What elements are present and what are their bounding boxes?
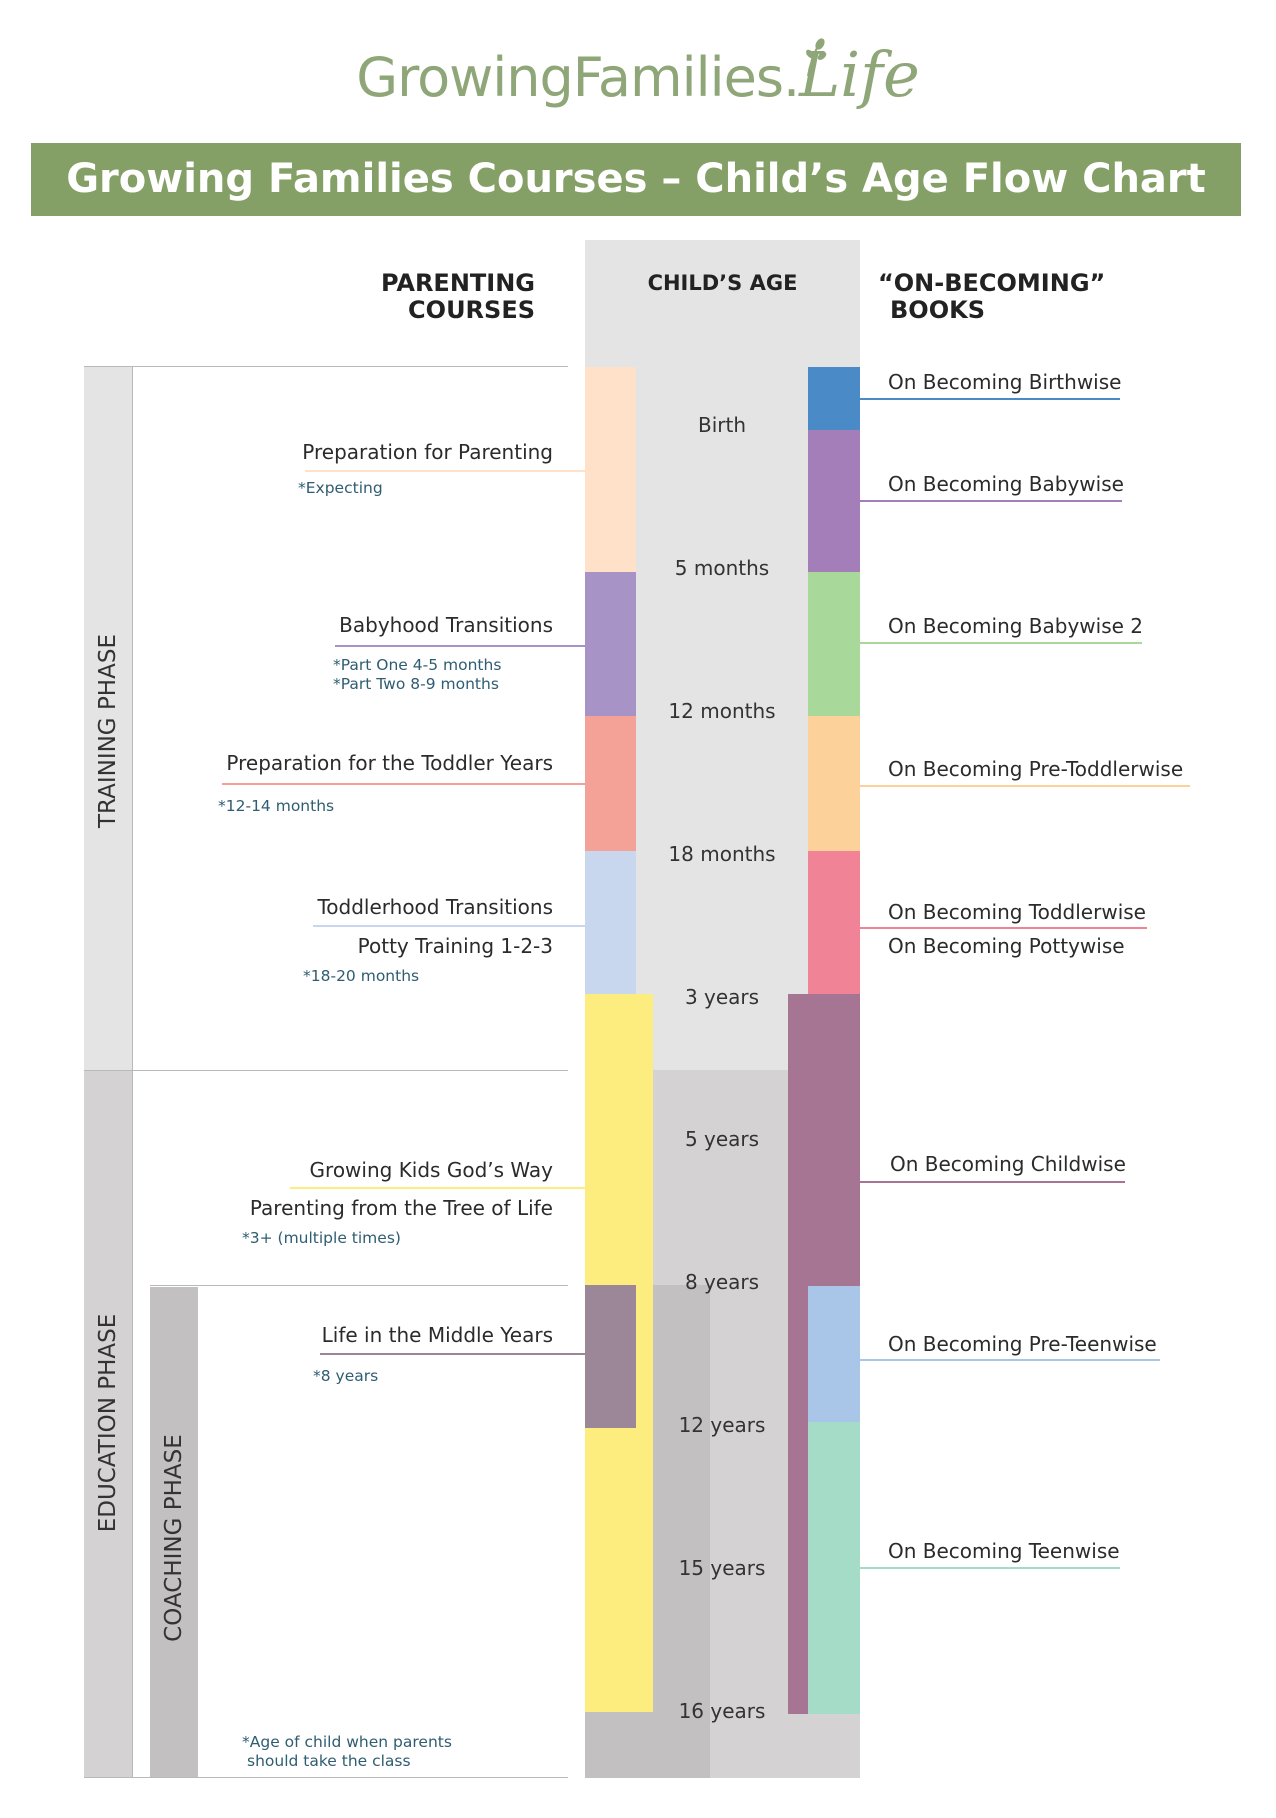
age-label: 12 years [678,1413,766,1437]
book-underline [860,1181,1125,1183]
coaching-phase-bar [150,1287,198,1778]
book-bar-birthwise [808,367,860,430]
book-underline [860,1359,1160,1361]
title-banner: Growing Families Courses – Child’s Age F… [31,143,1241,216]
book-label: On Becoming Babywise 2 [888,614,1144,638]
course-bar-toddler-years [585,716,636,851]
age-label: 8 years [684,1270,760,1294]
coaching-top-line [150,1285,568,1286]
course-label: Growing Kids God’s Way [309,1158,553,1182]
courses-header: PARENTING COURSES [330,270,535,324]
logo: GrowingFamilies.Life [0,38,1276,148]
book-underline [860,927,1147,929]
training-phase-label: TRAINING PHASE [95,634,121,828]
coaching-phase-label: COACHING PHASE [161,1434,187,1642]
training-top-line [84,366,568,367]
course-underline [335,645,585,647]
age-label: 5 years [684,1127,760,1151]
book-label: On Becoming Pre-Toddlerwise [888,757,1184,781]
book-bar-pre-toddlerwise [808,716,860,851]
book-label: On Becoming Toddlerwise [888,900,1146,924]
age-label: 18 months [668,842,776,866]
course-note: *Expecting [298,479,383,497]
course-underline [320,1353,585,1355]
age-label: 3 years [684,985,760,1009]
book-label: On Becoming Pottywise [888,934,1125,958]
book-underline [860,500,1122,502]
book-bar-childwise-stem [788,994,808,1714]
course-bar-toddlerhood-transitions [585,851,636,994]
phase-divider-line [84,1070,568,1071]
book-label: On Becoming Teenwise [888,1539,1120,1563]
course-underline [305,470,585,472]
course-label: Potty Training 1-2-3 [357,934,553,958]
courses-header-line1: PARENTING [380,269,535,297]
education-phase-bar [84,1071,132,1778]
footnote-line2: should take the class [247,1752,411,1770]
book-underline [860,398,1120,400]
book-bar-pre-teenwise [808,1286,860,1422]
book-underline [860,1567,1120,1569]
course-bar-babyhood-transitions [585,572,636,716]
course-underline [313,925,585,927]
page-title: Growing Families Courses – Child’s Age F… [66,156,1206,202]
training-phase-bar [84,367,132,1071]
course-note: *12-14 months [218,797,335,815]
course-note: *3+ (multiple times) [242,1229,401,1247]
sprig-icon [806,38,827,77]
books-header-line1: “ON-BECOMING” [878,269,1106,297]
course-bar-middle-years [585,1285,636,1428]
book-label: On Becoming Pre-Teenwise [888,1332,1157,1356]
book-label: On Becoming Babywise [888,472,1124,496]
course-label: Babyhood Transitions [339,613,553,637]
bottom-line [84,1777,568,1778]
course-label: Toddlerhood Transitions [317,895,553,919]
course-note: *Part Two 8-9 months [333,675,499,693]
book-bar-toddlerwise [808,851,860,994]
course-note: *Part One 4-5 months [333,656,502,674]
course-note: *8 years [313,1367,379,1385]
book-bar-babywise [808,430,860,572]
course-label: Preparation for the Toddler Years [226,751,553,775]
book-bar-babywise-2 [808,572,860,716]
logo-text: GrowingFamilies. [356,46,800,109]
age-header: CHILD’S AGE [647,271,798,295]
age-label: 5 months [674,556,770,580]
course-label: Preparation for Parenting [302,440,553,464]
footnote-line1: *Age of child when parents [242,1733,452,1751]
book-label: On Becoming Childwise [890,1152,1126,1176]
course-label: Parenting from the Tree of Life [249,1196,553,1220]
logo-script-text: Life [799,38,920,111]
book-bar-childwise [808,994,860,1286]
phase-inner-line [132,366,133,1778]
book-bar-teenwise [808,1422,860,1714]
age-label: 12 months [668,699,776,723]
course-underline [222,783,585,785]
education-phase-label: EDUCATION PHASE [95,1313,121,1533]
course-underline [290,1187,585,1189]
course-label: Life in the Middle Years [321,1323,553,1347]
book-underline [860,642,1142,644]
age-label: Birth [697,413,747,437]
books-header-line2: BOOKS [890,296,985,324]
book-underline [860,785,1190,787]
book-label: On Becoming Birthwise [888,370,1122,394]
course-note: *18-20 months [303,967,420,985]
courses-header-line2: COURSES [408,296,535,324]
course-bar-preparation-for-parenting [585,367,636,572]
books-header: “ON-BECOMING” BOOKS [878,270,1178,324]
age-label: 16 years [678,1699,766,1723]
age-label: 15 years [678,1556,766,1580]
